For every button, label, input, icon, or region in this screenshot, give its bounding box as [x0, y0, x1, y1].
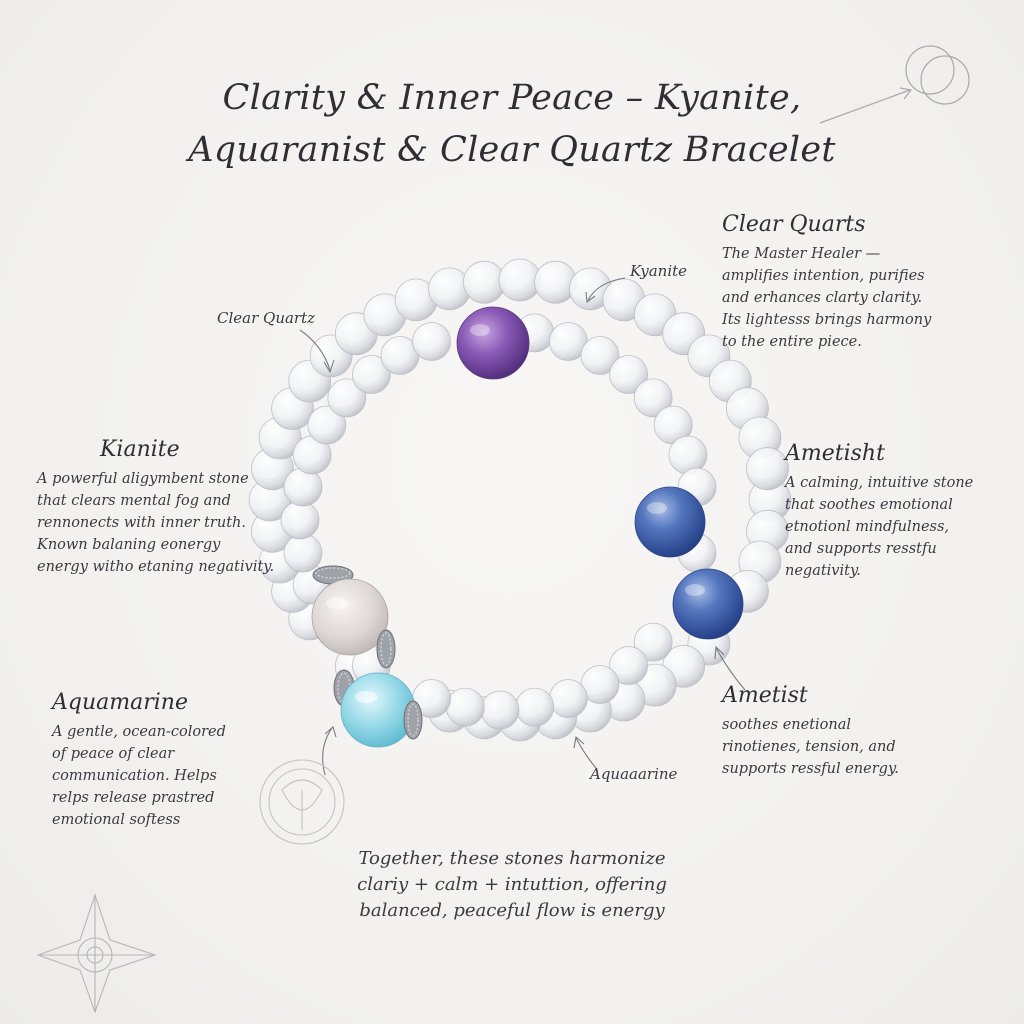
quartz-bead — [633, 378, 673, 418]
text-line: that soothes emotional — [785, 497, 953, 513]
footer-line: Together, these stones harmonize — [358, 848, 666, 869]
arrow-aqua-left — [322, 727, 333, 776]
heading-clear-quarts: Clear Quarts — [722, 212, 866, 237]
spacer-middle — [376, 629, 396, 669]
quartz-bead — [609, 355, 648, 394]
quartz-bead — [746, 447, 789, 491]
arrow-clear-quartz — [299, 329, 331, 371]
block-ametist: Ametist soothes enetional rinotienes, te… — [722, 683, 899, 780]
text-line: soothes enetional — [722, 717, 852, 733]
quartz-bead — [580, 336, 620, 375]
footer-summary: Together, these stones harmonize clariy … — [262, 846, 762, 924]
quartz-bead — [633, 622, 673, 662]
spacer-aqua-right — [403, 700, 423, 740]
label-aquamarine: Aquaaarine — [590, 765, 678, 783]
knot-emblem-icon — [259, 759, 345, 845]
footer-line: balanced, peaceful flow is energy — [359, 900, 665, 921]
text-line: energy witho etaning negativity. — [37, 559, 275, 575]
amethyst-bead — [456, 306, 530, 380]
text-line: rinotienes, tension, and — [722, 739, 896, 755]
text-line: A powerful aligymbent stone — [37, 471, 249, 487]
text-line: etnotionl mindfulness, — [785, 519, 950, 535]
quartz-bead — [515, 687, 555, 727]
heading-ametisht: Ametisht — [785, 441, 885, 466]
label-kyanite: Kyanite — [630, 262, 688, 280]
arrow-kyanite — [587, 277, 626, 301]
text-line: and erhances clarty clarity. — [722, 290, 923, 306]
label-clear-quartz: Clear Quartz — [217, 309, 316, 327]
heading-aquamarine: Aquamarine — [52, 690, 188, 715]
block-ametisht: Ametisht A calming, intuitive stone that… — [785, 441, 973, 582]
kyanite-bead-upper — [634, 486, 706, 558]
compass-star-icon — [36, 893, 157, 1014]
block-clear-quarts: Clear Quarts The Master Healer — amplifi… — [722, 212, 931, 353]
quartz-bead — [307, 405, 347, 445]
text-line: rennonects with inner truth. — [37, 515, 246, 531]
inner-quartz-strand — [280, 313, 717, 730]
text-line: that clears mental fog and — [37, 493, 231, 509]
text-line: amplifies intention, purifies — [722, 268, 925, 284]
text-line: A calming, intuitive stone — [785, 475, 974, 491]
quartz-bead — [327, 378, 367, 418]
quartz-bead — [283, 533, 323, 573]
text-line: Its lightesss brings harmony — [722, 312, 932, 328]
text-line: Known balaning eonergy — [37, 537, 221, 553]
text-line: relps release prastred — [52, 790, 215, 806]
kyanite-bead-lower — [672, 568, 744, 640]
text-line: negativity. — [785, 563, 861, 579]
quartz-bead — [549, 679, 588, 718]
text-line: emotional softess — [52, 812, 181, 828]
block-aquamarine: Aquamarine A gentle, ocean-colored of pe… — [52, 690, 226, 831]
feature-stones — [311, 306, 744, 748]
quartz-bead — [351, 355, 391, 394]
title-line-2: Aquaranist & Clear Quartz Bracelet — [188, 130, 836, 170]
quartz-bead — [412, 322, 452, 361]
moonstone-bead — [311, 578, 389, 656]
text-line: to the entire piece. — [722, 334, 862, 350]
title-line-1: Clarity & Inner Peace – Kyanite, — [222, 78, 802, 118]
text-line: The Master Healer — — [722, 246, 881, 262]
text-line: A gentle, ocean-colored — [52, 724, 226, 740]
text-line: of peace of clear — [52, 746, 175, 762]
arrow-aquamarine — [575, 737, 597, 769]
quartz-bead — [480, 690, 520, 730]
heading-kianite: Kianite — [100, 437, 180, 462]
label-arrows — [299, 277, 746, 776]
text-line: and supports resstfu — [785, 541, 937, 557]
quartz-bead — [445, 687, 485, 727]
block-kianite: Kianite A powerful aligymbent stone that… — [37, 437, 274, 578]
heading-ametist: Ametist — [722, 683, 808, 708]
quartz-bead — [280, 500, 320, 540]
footer-line: clariy + calm + intuttion, offering — [357, 874, 667, 895]
double-circle-icon — [819, 45, 970, 124]
quartz-bead — [609, 646, 648, 685]
text-line: supports ressful energy. — [722, 761, 899, 777]
text-line: communication. Helps — [52, 768, 217, 784]
aquamarine-bead — [340, 672, 416, 748]
arrow-ametist — [715, 647, 746, 691]
